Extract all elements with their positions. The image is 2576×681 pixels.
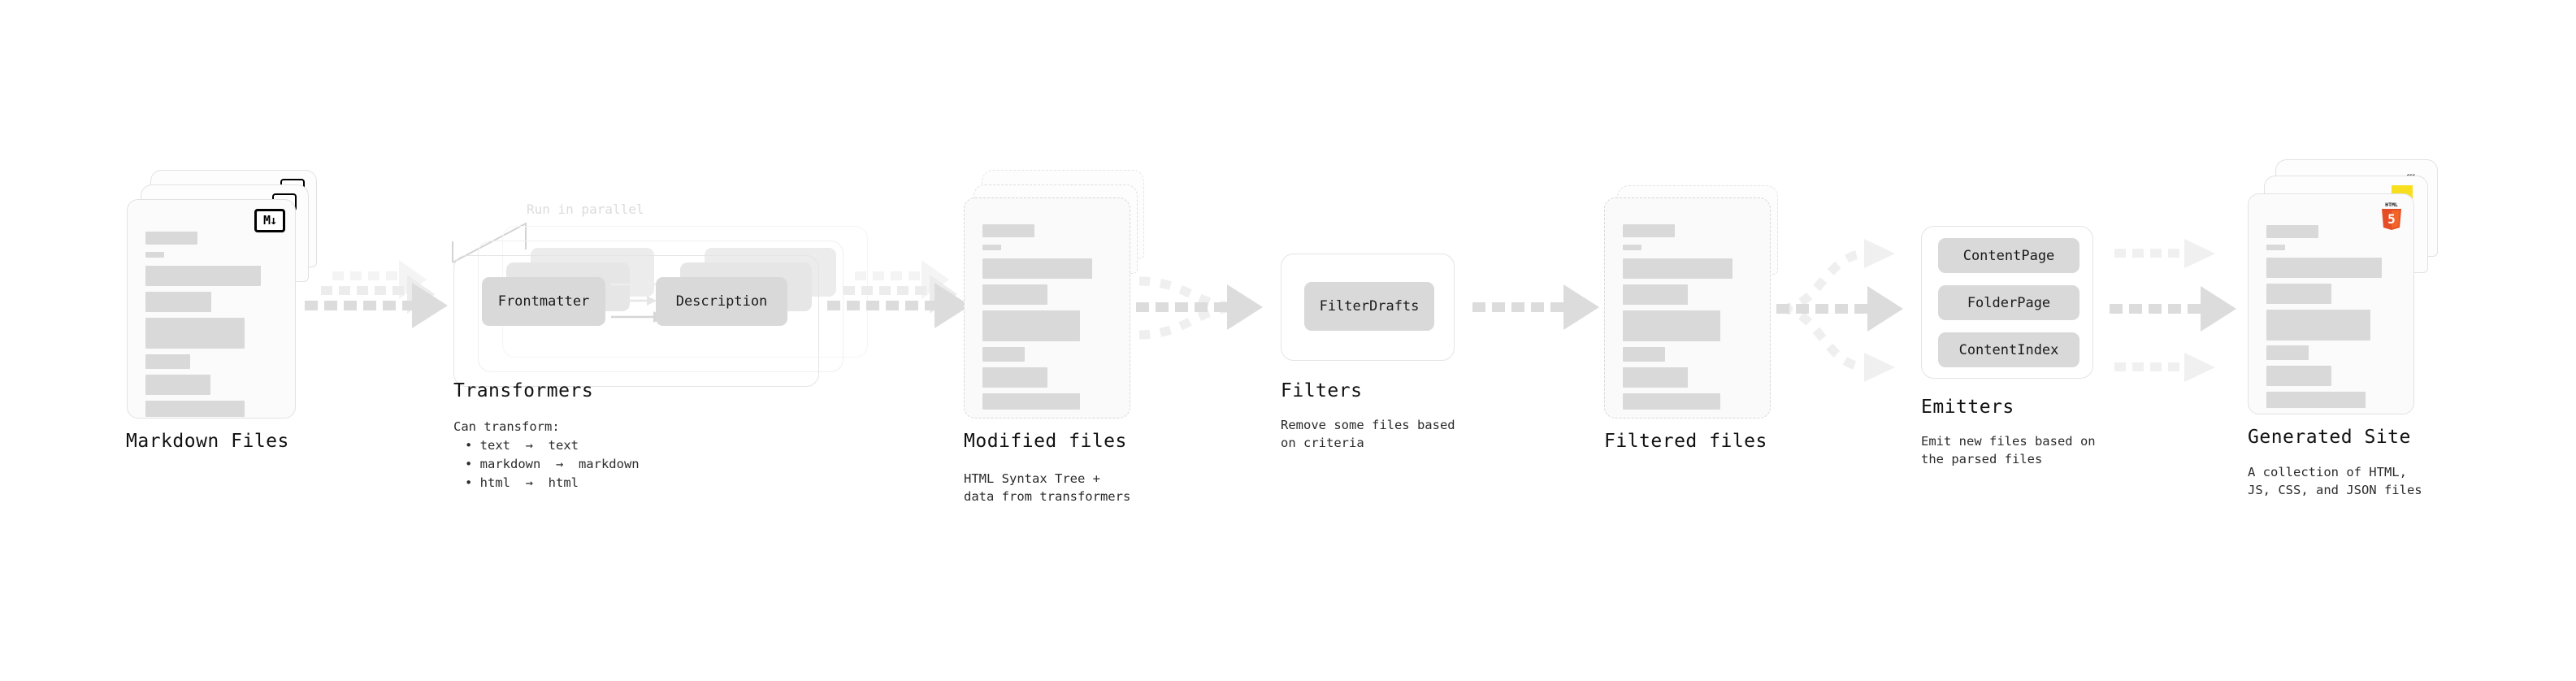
emitters-pill-contentindex: ContentIndex	[1938, 332, 2079, 367]
filters-box: FilterDrafts	[1281, 254, 1455, 361]
run-in-parallel-label: Run in parallel	[527, 202, 644, 217]
emitters-subtitle: Emit new files based on the parsed files	[1921, 434, 2096, 466]
transformers-pill-frontmatter-label: Frontmatter	[497, 293, 590, 310]
stage-title-markdown-files: Markdown Files	[126, 431, 289, 452]
stage-title-emitters: Emitters	[1921, 397, 2014, 418]
emitters-pill-contentpage: ContentPage	[1938, 238, 2079, 273]
arrow-filtered-files-to-emitters	[1776, 239, 1903, 382]
modified-files-subtitle: HTML Syntax Tree + data from transformer…	[964, 471, 1131, 504]
transformers-bullet-2: • html → html	[465, 475, 579, 490]
filtered-card-content-lines	[1605, 198, 1770, 418]
stage-title-transformers: Transformers	[453, 380, 594, 401]
stage-title-generated-site: Generated Site	[2248, 427, 2411, 448]
transformers-layer-front: Frontmatter Description	[453, 255, 819, 387]
arrow-transformers-to-modified-files	[827, 260, 970, 328]
stage-title-modified-files: Modified files	[964, 431, 1127, 452]
transformers-pill-description-label: Description	[675, 293, 768, 310]
filters-pill-filterdrafts: FilterDrafts	[1304, 282, 1434, 331]
markdown-card-front: M↓	[127, 199, 296, 419]
modified-card-front	[964, 197, 1130, 419]
transformers-pill-description: Description	[656, 277, 787, 326]
transformers-bullet-1: • markdown → markdown	[465, 457, 640, 471]
generated-card-front: HTML 5	[2248, 193, 2414, 414]
filters-subtitle: Remove some files based on criteria	[1281, 418, 1455, 450]
markdown-badge-front: M↓	[254, 209, 285, 232]
transformers-subtitle: Can transform:	[453, 419, 560, 434]
filtered-card-front	[1604, 197, 1771, 419]
emitters-pill-contentindex-label: ContentIndex	[1958, 341, 2059, 358]
arrow-emitters-to-generated-site	[2110, 239, 2236, 382]
stage-title-filtered-files: Filtered files	[1604, 431, 1767, 452]
transformers-pill-frontmatter: Frontmatter	[482, 277, 605, 326]
transformers-bullet-0: • text → text	[465, 438, 579, 453]
html5-badge-digit: 5	[2387, 211, 2396, 227]
modified-card-content-lines	[965, 198, 1130, 418]
arrow-modified-files-to-filters	[1136, 276, 1263, 340]
stage-title-filters: Filters	[1281, 380, 1363, 401]
html5-badge-text: HTML	[2385, 202, 2398, 208]
emitters-pill-contentpage-label: ContentPage	[1962, 247, 2055, 264]
generated-card-content-lines	[2249, 194, 2413, 414]
html5-badge: HTML 5	[2379, 201, 2404, 233]
arrow-markdown-to-transformers	[305, 260, 448, 328]
generated-site-subtitle: A collection of HTML, JS, CSS, and JSON …	[2248, 465, 2422, 497]
markdown-card-content-lines	[128, 200, 295, 418]
emitters-pill-folderpage: FolderPage	[1938, 285, 2079, 320]
arrow-filters-to-filtered-files	[1472, 284, 1599, 330]
filters-pill-filterdrafts-label: FilterDrafts	[1319, 298, 1420, 314]
emitters-box: ContentPage FolderPage ContentIndex	[1921, 226, 2093, 379]
emitters-pill-folderpage-label: FolderPage	[1967, 294, 2051, 311]
